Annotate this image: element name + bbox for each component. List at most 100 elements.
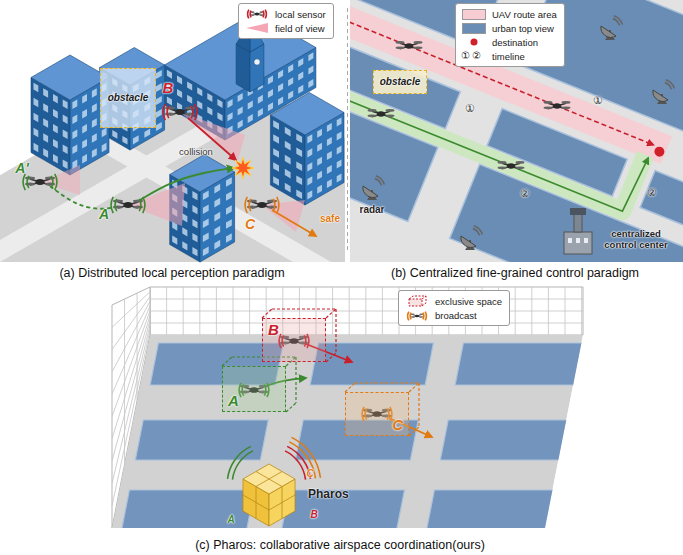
window bbox=[203, 219, 209, 229]
window bbox=[72, 145, 77, 155]
window bbox=[568, 238, 572, 243]
drone-rotor bbox=[25, 177, 35, 180]
window bbox=[92, 103, 97, 113]
radar-icon bbox=[363, 175, 385, 200]
wave-arc bbox=[264, 9, 267, 19]
window bbox=[226, 191, 232, 201]
window bbox=[187, 82, 192, 91]
window bbox=[144, 129, 150, 138]
legend-sample bbox=[404, 295, 430, 307]
window bbox=[92, 118, 97, 128]
floor-map bbox=[122, 343, 584, 530]
building bbox=[31, 55, 109, 175]
node-label: A bbox=[228, 392, 239, 409]
space-edge bbox=[335, 309, 336, 353]
window bbox=[307, 190, 312, 199]
legend-text: urban top view bbox=[492, 23, 554, 34]
window bbox=[296, 176, 302, 186]
window bbox=[317, 143, 322, 152]
legend-icon bbox=[244, 8, 270, 20]
window bbox=[268, 102, 273, 111]
wave-arc bbox=[262, 10, 264, 17]
window bbox=[337, 145, 342, 154]
drone-icon bbox=[498, 161, 525, 169]
window bbox=[285, 141, 291, 151]
drone-icon bbox=[368, 109, 395, 117]
drone-icon bbox=[165, 107, 195, 116]
wave-arc bbox=[409, 312, 411, 319]
legend-sample bbox=[244, 22, 270, 34]
sensor-waves bbox=[289, 437, 321, 479]
exclusive-space: A bbox=[222, 366, 286, 412]
window bbox=[63, 145, 68, 155]
field-of-view-sample bbox=[246, 23, 268, 33]
window bbox=[82, 109, 87, 119]
wave-arc bbox=[291, 437, 321, 478]
window bbox=[182, 213, 187, 222]
window bbox=[273, 134, 279, 144]
drone-rotor bbox=[45, 177, 55, 180]
window bbox=[112, 130, 117, 139]
city-block bbox=[427, 490, 555, 530]
control-building bbox=[564, 232, 592, 254]
window bbox=[296, 148, 302, 158]
wave-arc bbox=[407, 311, 410, 321]
control-center-icon bbox=[564, 208, 592, 254]
drone-body bbox=[507, 163, 515, 168]
drone-icon bbox=[247, 200, 277, 209]
drone-rotor bbox=[185, 107, 195, 110]
window bbox=[34, 83, 39, 93]
wave-arc bbox=[244, 197, 248, 214]
cube-line bbox=[243, 495, 269, 510]
window bbox=[72, 130, 77, 140]
cube-line bbox=[256, 472, 282, 487]
legend-sample bbox=[461, 22, 487, 34]
drone-rotor bbox=[562, 106, 571, 109]
city-block bbox=[455, 343, 583, 385]
window bbox=[197, 101, 202, 110]
broadcast-letter: A bbox=[227, 514, 234, 526]
sensor-waves bbox=[244, 197, 279, 214]
legend-row: exclusive space bbox=[404, 294, 502, 308]
legend-icon bbox=[404, 295, 430, 307]
drone-rotor bbox=[267, 200, 277, 203]
grid-line bbox=[150, 323, 583, 324]
window bbox=[258, 108, 263, 117]
window bbox=[327, 123, 332, 132]
legend-row: UAV route area bbox=[461, 7, 557, 21]
window bbox=[308, 79, 313, 88]
legend-box: exclusive spacebroadcast bbox=[398, 290, 510, 326]
legend-text: destination bbox=[492, 37, 538, 48]
legend-row: broadcast bbox=[404, 308, 502, 322]
legend-text: local sensor bbox=[275, 9, 326, 20]
building-face bbox=[236, 44, 250, 92]
caption: (b) Centralized fine-grained control par… bbox=[391, 266, 639, 280]
map bbox=[350, 0, 683, 262]
drone-letter: A' bbox=[15, 160, 28, 176]
window bbox=[226, 219, 232, 229]
window bbox=[273, 162, 279, 172]
building-roof bbox=[270, 93, 344, 136]
broadcast-letter: C bbox=[306, 468, 313, 480]
legend-row: destination bbox=[461, 35, 557, 49]
drone-rotor bbox=[396, 41, 405, 44]
window bbox=[238, 93, 243, 102]
destination-dot bbox=[471, 39, 478, 46]
panel-a bbox=[0, 13, 345, 293]
timeline-number: ② bbox=[472, 51, 481, 62]
color-swatch bbox=[462, 9, 486, 20]
window bbox=[285, 155, 291, 165]
drone-letter: B bbox=[163, 79, 174, 96]
window bbox=[217, 112, 222, 121]
window bbox=[226, 177, 232, 187]
legend-sample bbox=[461, 36, 487, 48]
node-label: B bbox=[268, 321, 279, 338]
window bbox=[207, 107, 212, 116]
panel-c bbox=[112, 287, 583, 530]
window bbox=[307, 176, 312, 185]
window bbox=[214, 240, 220, 250]
legend-icon bbox=[244, 22, 270, 34]
sensor-waves bbox=[227, 446, 254, 480]
legend-sample bbox=[244, 8, 270, 20]
window bbox=[34, 113, 39, 123]
